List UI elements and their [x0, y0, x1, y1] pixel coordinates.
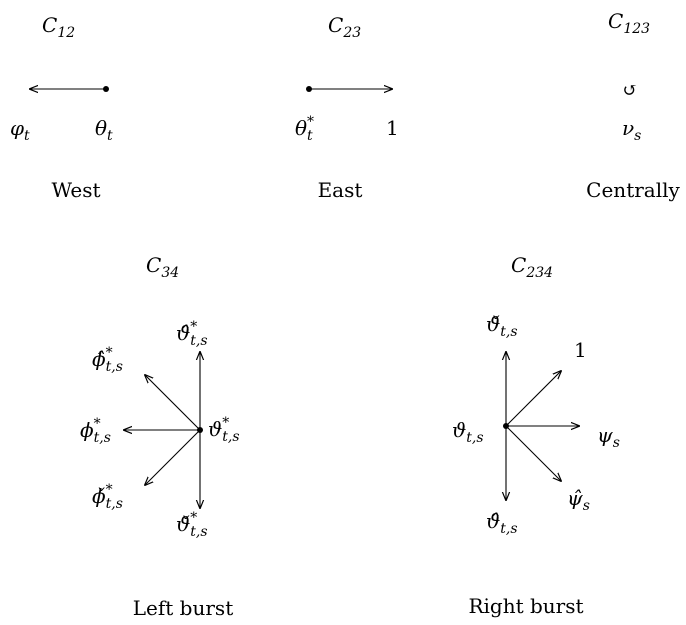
caption-right-burst: Right burst	[468, 594, 583, 618]
caption-east: East	[318, 178, 363, 202]
node-theta-t	[103, 86, 109, 92]
label-up-c234: ϑ̌t,s	[486, 312, 518, 340]
label-down-c34: ϑ̌*t,s	[176, 510, 208, 540]
label-psi-hat-s: ψ̂s	[567, 486, 590, 514]
label-down-left-c34: ϕ̌*t,s	[92, 482, 123, 512]
label-up-left-c34: ϕ̂*t,s	[92, 345, 123, 375]
title-c34: C34	[146, 253, 179, 281]
label-theta-t: θt	[95, 116, 113, 144]
panel-c123: C123 ↺ νs Centrally	[586, 9, 680, 202]
label-phi-t: φt	[10, 116, 30, 144]
arrow-up-right-c234	[505, 371, 561, 427]
panel-c12: C12 φt θt West	[10, 13, 113, 202]
label-theta-star-t: θ*t	[295, 114, 314, 144]
title-c23: C23	[328, 13, 361, 41]
title-c12: C12	[42, 13, 75, 41]
arrow-down-left	[145, 429, 201, 485]
label-nu-s: νs	[622, 116, 641, 144]
node-theta-star-t	[306, 86, 312, 92]
arrow-down-right-c234	[505, 425, 561, 481]
node-center-c234	[503, 423, 509, 429]
caption-left-burst: Left burst	[133, 596, 233, 620]
label-one-c234: 1	[574, 338, 587, 362]
label-psi-s: ψs	[597, 423, 620, 451]
rotation-icon: ↺	[622, 80, 637, 101]
caption-west: West	[51, 178, 100, 202]
title-c123: C123	[608, 9, 650, 37]
label-center-c234: ϑt,s	[452, 418, 484, 446]
label-up-c34: ϑ̂*t,s	[176, 319, 208, 349]
label-one-east: 1	[386, 116, 399, 140]
panel-c34: C34 ϑ*t,s ϑ̂*t,s ϑ̌*t,s ϕ̂*t,s ϕ*t,s ϕ̌*…	[80, 253, 240, 620]
label-down-c234: ϑ̂t,s	[486, 509, 518, 537]
node-center-c34	[197, 427, 203, 433]
caption-centrally: Centrally	[586, 178, 680, 202]
panel-c23: C23 θ*t 1 East	[295, 13, 399, 202]
label-left-c34: ϕ*t,s	[80, 416, 111, 446]
label-center-c34: ϑ*t,s	[208, 415, 240, 445]
panel-c234: C234 ϑt,s ϑ̌t,s ϑ̂t,s 1 ψs ψ̂s Right bur…	[452, 253, 620, 618]
title-c234: C234	[511, 253, 553, 281]
arrow-up-left	[145, 375, 201, 431]
